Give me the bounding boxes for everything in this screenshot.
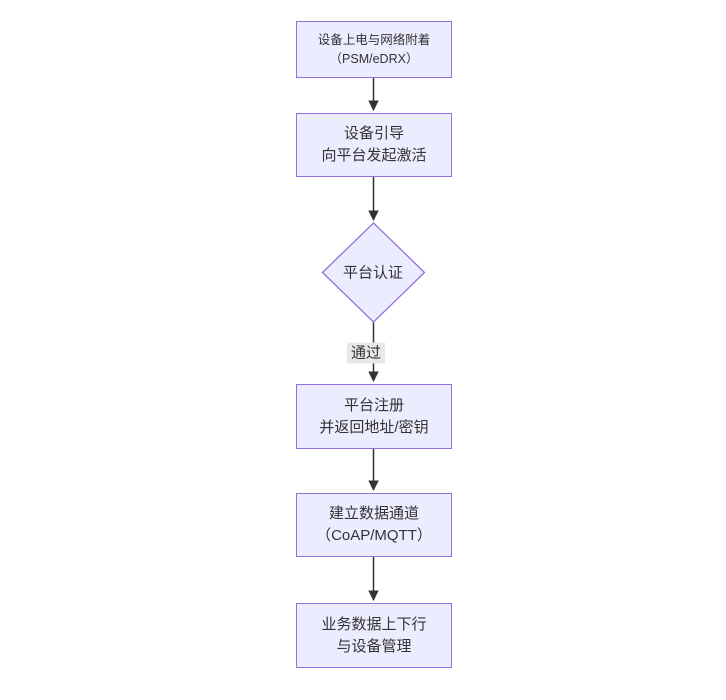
node-register-line1: 平台注册: [343, 396, 404, 414]
node-bootstrap-line2: 向平台发起激活: [321, 147, 427, 164]
node-data-channel: 建立数据通道 （CoAP/MQTT）: [296, 493, 452, 557]
node-business-line2: 与设备管理: [336, 637, 412, 655]
node-power-attach-line2: （PSM/eDRX）: [329, 51, 419, 66]
node-business-line1: 业务数据上下行: [321, 615, 427, 633]
node-platform-auth-label: 平台认证: [342, 264, 404, 282]
node-bootstrap-line1: 设备引导: [343, 125, 404, 142]
node-register-line2: 并返回地址/密钥: [319, 418, 429, 436]
node-bootstrap-activate: 设备引导 向平台发起激活: [296, 113, 452, 177]
edge-label-pass: 通过: [346, 342, 386, 364]
decision-diamond-shape: [321, 222, 426, 323]
node-platform-register: 平台注册 并返回地址/密钥: [296, 384, 452, 449]
node-channel-line1: 建立数据通道: [328, 505, 419, 522]
node-business-data: 业务数据上下行 与设备管理: [296, 603, 452, 668]
node-channel-line2: （CoAP/MQTT）: [316, 527, 432, 544]
node-power-attach: 设备上电与网络附着 （PSM/eDRX）: [296, 21, 452, 78]
node-power-attach-line1: 设备上电与网络附着: [317, 32, 431, 47]
